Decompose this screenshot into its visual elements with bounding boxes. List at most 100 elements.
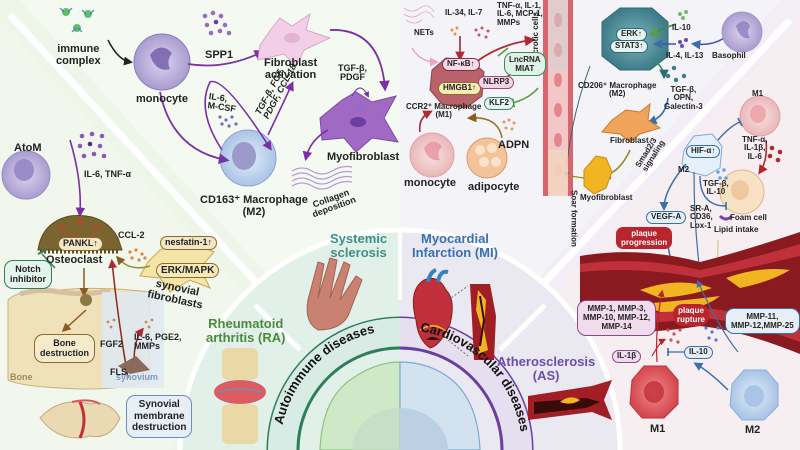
mi-fibroblast-cell (601, 102, 662, 143)
ra-title-line2: arthritis (RA) (206, 329, 286, 345)
synovial-membrane-line1: Synovial (138, 399, 180, 410)
mi-myofibroblast-label: Myofibroblast (580, 193, 633, 202)
erk-mapk-badge: ERK/MAPK (156, 263, 220, 278)
as-il10-badge: IL-10 (684, 346, 713, 359)
divider (7, 12, 303, 333)
ccr2-macrophage-label: CCR2⁺ Macrophage (M1) (406, 102, 481, 120)
bone-destruction-line1: Bone (53, 338, 76, 348)
mi-il10-label: IL-10 (672, 23, 691, 32)
as-title-line2: (AS) (532, 367, 560, 383)
as-tnf-line3: IL-6 (747, 151, 762, 161)
mmp-right-line1: MMP-11, (746, 312, 779, 321)
nets-label: NETs (414, 28, 434, 37)
cd163-line1: CD163⁺ Macrophage (200, 194, 308, 206)
autoimmune-ring-inner (296, 346, 401, 450)
hand-icon (306, 257, 363, 331)
mmp-left-line1: MMP-1, MMP-3, (587, 304, 646, 313)
mmp-left-line2: MMP-10, MMP-12, (583, 313, 651, 323)
tgf-opn-label: TGF-β, OPN, Galectin-3 (664, 85, 703, 111)
cardio-ring-inner (399, 346, 504, 450)
nesfatin-badge: nesfatin-1↑ (160, 236, 218, 250)
klf2-badge: KLF2 (484, 97, 514, 110)
ss-title: Systemic sclerosis (330, 232, 387, 259)
plaque-rupture-box: plaque rupture (673, 304, 709, 327)
divider (497, 17, 793, 333)
m1-bottom-label: M1 (650, 423, 666, 435)
notch-line2: inhibitor (10, 274, 46, 285)
nfkb-badge: NF-κB↑ (442, 58, 480, 71)
ss-title-line2: sclerosis (330, 244, 387, 260)
as-title-line1: Atherosclerosis (497, 354, 596, 369)
il6-pge2-label: IL-6, PGE2, MMPs (134, 332, 182, 352)
synovium-label: synovium (116, 372, 159, 382)
synovial-membrane-box: Synovial membrane destruction (126, 395, 193, 438)
mi-tnf-label: TNF-α, IL-1, IL-6, MCP-1, MMPs (497, 1, 543, 27)
mi-tnf-line1: TNF-α, IL-1, (497, 1, 542, 10)
foam-cell-label: Foam cell (730, 213, 767, 222)
fibroblast-activation-line1: Fibroblast (264, 57, 318, 69)
plaque-rupture-line2: rupture (677, 315, 705, 325)
bone-destruction-line2: destruction (40, 348, 90, 359)
adpn-label: ADPN (498, 139, 530, 151)
tgf-pdgf-line2: PDGF (339, 72, 365, 83)
osteoclast-label: Osteoclast (46, 254, 103, 266)
bone-destruction-box: Bone destruction (34, 334, 96, 363)
ccl2-label: CCL-2 (118, 230, 145, 240)
mi-tnf-line2: IL-6, MCP-1, (497, 9, 543, 19)
hif-badge: HIF-α↑ (686, 145, 721, 158)
il6-pge2-line1: IL-6, PGE2, (134, 332, 182, 342)
nets-icon (403, 5, 435, 24)
as-tnf-line1: TNF-α, (742, 135, 768, 144)
tgf-pdgf-line1: TGF-β, (338, 63, 367, 73)
scar-formation-label: Soar formation (569, 190, 579, 247)
sr-label: SR-A, CD36, Lox-1 (690, 204, 713, 230)
ss-monocyte-label: monocyte (136, 93, 188, 105)
tgf-il10-line2: IL-10 (706, 187, 726, 197)
mmp-left-line3: MMP-14 (601, 322, 632, 332)
tgf-opn-line3: Galectin-3 (664, 101, 703, 111)
stat3-badge: STAT3↑ (610, 40, 649, 53)
sr-line1: SR-A, (690, 204, 712, 213)
il1b-badge: IL-1β (612, 350, 642, 363)
as-title: Atherosclerosis (AS) (497, 355, 595, 382)
cd206-line2: (M2) (609, 89, 626, 99)
atom-cytokine-dots (77, 131, 107, 159)
fls-cell (118, 356, 150, 374)
fgf2-label: FGF2 (100, 339, 124, 349)
ss-title-line1: Systemic (330, 231, 388, 246)
cd206-macrophage-label: CD206⁺ Macrophage (M2) (578, 81, 656, 99)
artery-section-icon (470, 284, 496, 360)
plaque-progression-line1: plaque (631, 229, 657, 238)
ccr2-line2: (M1) (435, 110, 452, 120)
il4-il13-label: IL-4, IL-13 (666, 51, 704, 60)
basophil-label: Basophil (712, 51, 746, 60)
m2-mid-label: M2 (678, 165, 690, 174)
ss-sector (20, 0, 400, 300)
adipocyte-label: adipocyte (468, 181, 520, 193)
plaque-progression-line2: progression (621, 238, 668, 248)
tgf-opn-line1: TGF-β, (670, 85, 697, 94)
lncrna-miat-box: LncRNA MIAT (504, 52, 546, 77)
knee-joint-icon (214, 348, 266, 444)
lncrna-line1: LncRNA (509, 55, 541, 64)
immune-complex-line1: immune (57, 43, 100, 55)
cd163-macrophage-label: CD163⁺ Macrophage (M2) (200, 194, 308, 218)
sr-line3: Lox-1 (690, 220, 712, 230)
spp1-label: SPP1 (205, 49, 234, 61)
hmgb1-badge: HMGB1↑ (438, 82, 481, 95)
il6-pge2-line2: MMPs (134, 341, 161, 352)
il34-il7-label: IL-34, IL-7 (445, 8, 483, 17)
ra-title: Rheumatoid arthritis (RA) (206, 317, 285, 344)
bone-label: Bone (10, 372, 33, 382)
tgf-opn-line2: OPN, (673, 93, 694, 103)
lncrna-line2: MIAT (515, 64, 535, 74)
mi-fibroblast-label: Fibroblast (610, 136, 649, 145)
as-artery-icon (528, 380, 612, 420)
vegf-badge: VEGF-A (646, 211, 687, 224)
synovial-membrane-line3: destruction (132, 422, 187, 433)
erk-badge: ERK↑ (616, 28, 647, 41)
mi-tnf-line3: MMPs (497, 17, 521, 27)
fls-label: FLS (110, 367, 127, 377)
mi-title: Myocardial Infarction (MI) (412, 232, 498, 259)
